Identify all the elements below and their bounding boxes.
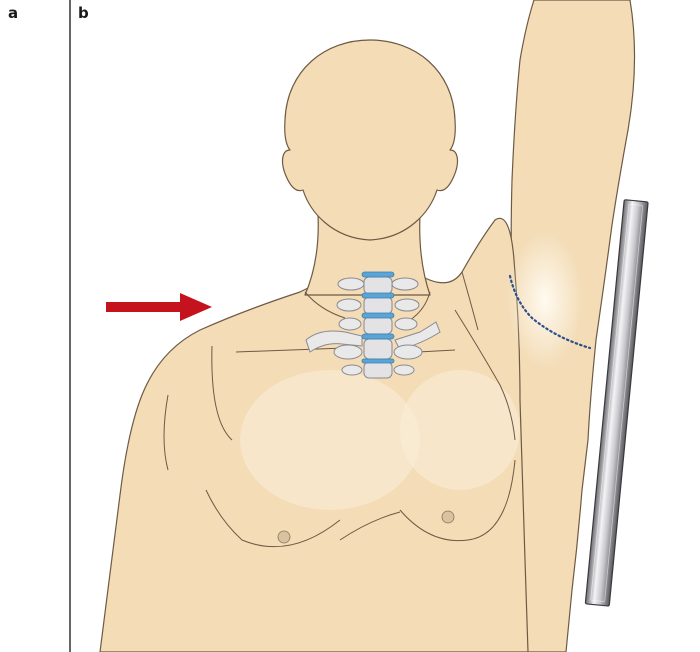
chest-highlight-left xyxy=(240,370,420,510)
red-arrow-icon xyxy=(106,293,212,321)
head xyxy=(283,40,458,240)
chest-highlight-right xyxy=(400,370,520,490)
panel-label-b: b xyxy=(78,4,89,22)
panel-label-a: a xyxy=(8,4,18,22)
